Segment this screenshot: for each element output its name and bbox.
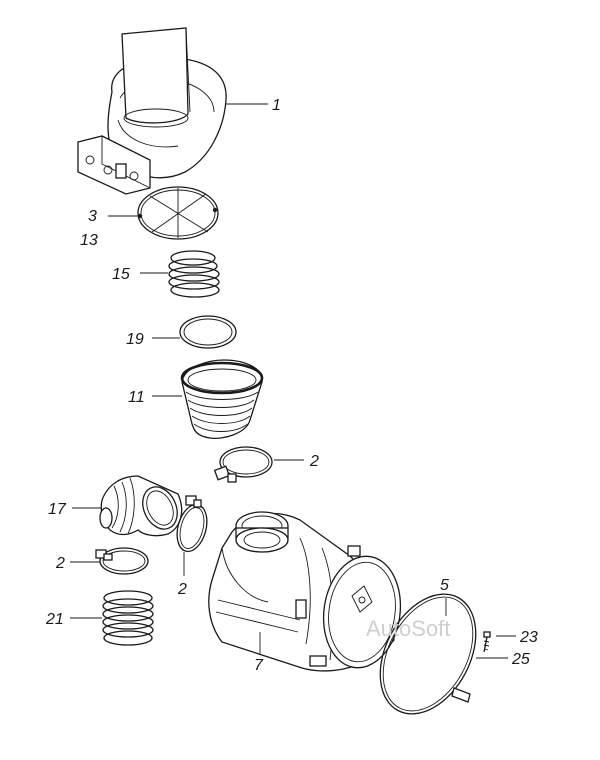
label-part-5: 5	[440, 577, 449, 594]
part-3-mesh-ring	[137, 186, 219, 240]
part-17-elbow-hose	[99, 475, 183, 537]
label-part-1: 1	[272, 97, 281, 114]
part-1-intake-hood	[77, 27, 227, 195]
label-part-2-middle: 2	[177, 581, 187, 598]
part-21-spring	[102, 590, 154, 646]
part-2-hose-clamp-upper	[213, 446, 273, 483]
part-19-o-ring	[179, 315, 237, 349]
part-7-filter-housing	[208, 511, 402, 672]
label-part-3: 3	[88, 208, 97, 225]
label-part-13: 13	[80, 232, 98, 249]
label-part-17: 17	[48, 501, 67, 518]
label-part-7: 7	[254, 657, 264, 674]
label-part-23: 23	[519, 629, 538, 646]
part-23-screw	[483, 631, 491, 653]
watermark-text: AutoSoft	[366, 616, 450, 641]
part-2-hose-clamp-middle	[176, 495, 208, 553]
label-part-25: 25	[511, 651, 530, 668]
label-part-19: 19	[126, 331, 144, 348]
part-11-bellows	[180, 359, 264, 440]
label-part-15: 15	[112, 266, 130, 283]
label-part-11: 11	[128, 389, 145, 406]
part-15-spring	[168, 250, 220, 298]
part-2-hose-clamp-lower	[95, 547, 149, 575]
part-5-cover-ring	[379, 593, 477, 715]
label-part-2-upper: 2	[309, 453, 319, 470]
label-part-21: 21	[45, 611, 64, 628]
label-part-2-lower: 2	[55, 555, 65, 572]
